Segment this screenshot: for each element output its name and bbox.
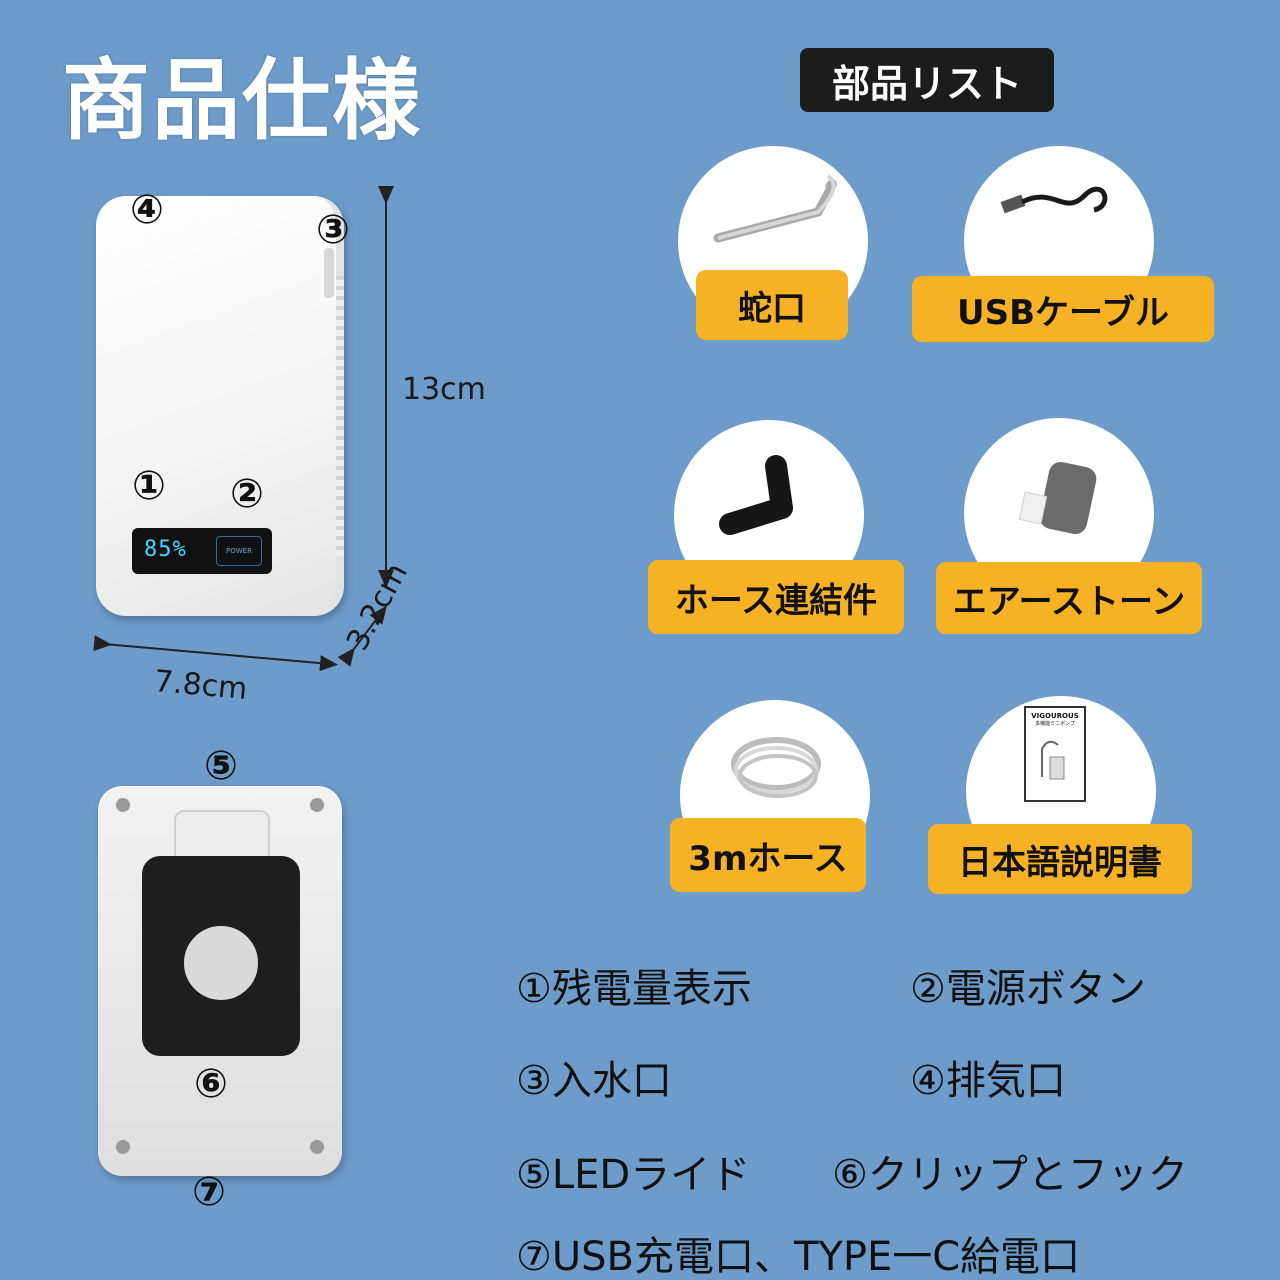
usb-cable-icon (1000, 186, 1108, 214)
part-label-usb: USBケーブル (912, 276, 1214, 342)
device-back-view (98, 786, 342, 1176)
legend-item-6: ⑥クリップとフック (832, 1152, 1188, 1198)
battery-display-value: 85% (144, 537, 187, 562)
screw-icon (310, 798, 324, 812)
manual-subtitle: 多機能ミニポンプ (1035, 721, 1075, 727)
manual-icon: VIGOUROUS 多機能ミニポンプ (1024, 706, 1086, 802)
legend-item-7: ⑦USB充電口、TYPE一C給電口 (516, 1234, 1081, 1280)
screw-icon (116, 1140, 130, 1154)
part-label-manual: 日本語説明書 (928, 824, 1192, 894)
clip-hook (142, 856, 300, 1056)
part-label-faucet: 蛇口 (696, 270, 848, 340)
depth-arrow (337, 605, 387, 667)
battery-display-panel: 85% POWER (132, 528, 272, 574)
legend-item-4: ④排気口 (910, 1058, 1066, 1104)
water-inlet-port (324, 248, 334, 298)
manual-brand: VIGOUROUS (1031, 712, 1079, 720)
marker-3: ③ (316, 207, 350, 253)
part-label-airstone: エアーストーン (936, 562, 1202, 634)
width-arrow (93, 635, 338, 672)
part-label-connector: ホース連結件 (648, 560, 904, 634)
legend-item-3: ③入水口 (516, 1058, 672, 1104)
hook-ring (164, 906, 278, 1020)
air-stone-icon (1018, 461, 1097, 535)
marker-1: ① (132, 463, 166, 509)
part-label-hose: 3mホース (670, 818, 866, 892)
manual-pump-drawing (1041, 740, 1065, 780)
marker-4: ④ (130, 187, 164, 233)
marker-6: ⑥ (194, 1061, 228, 1107)
side-ribs (336, 276, 344, 556)
marker-7: ⑦ (192, 1169, 226, 1215)
faucet-tube-icon (713, 174, 837, 243)
coiled-hose-icon (731, 737, 821, 798)
marker-2: ② (230, 471, 264, 517)
height-dimension: 13cm (402, 372, 486, 407)
dimension-arrows (93, 186, 394, 672)
hose-connector-icon (719, 455, 793, 535)
page-title: 商品仕様 (62, 49, 423, 152)
screw-icon (310, 1140, 324, 1154)
marker-5: ⑤ (204, 743, 238, 789)
power-button: POWER (216, 536, 262, 566)
screw-icon (116, 798, 130, 812)
legend-item-1: ①残電量表示 (516, 966, 752, 1012)
device-front-view: 85% POWER (96, 196, 344, 616)
legend-item-5: ⑤LEDライド (516, 1152, 751, 1198)
parts-list-header: 部品リスト (800, 48, 1054, 112)
legend-item-2: ②電源ボタン (910, 966, 1146, 1012)
